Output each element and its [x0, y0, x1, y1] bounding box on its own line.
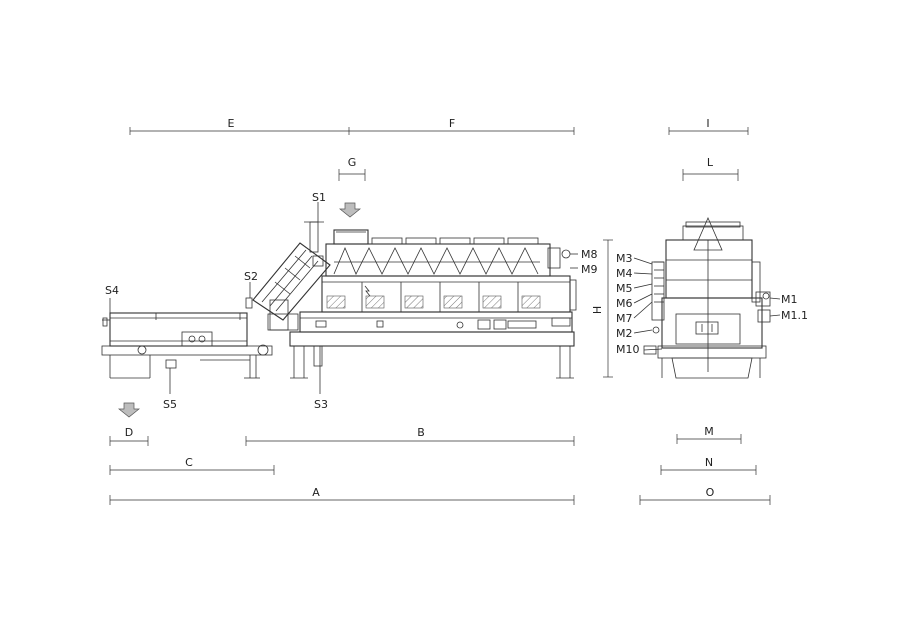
label-m8: M8 [581, 248, 598, 261]
label-m6: M6 [616, 297, 633, 310]
inclined-feeder [245, 221, 331, 331]
label-s5: S5 [163, 398, 177, 411]
label-g: G [348, 156, 357, 169]
leader-lines [109, 202, 781, 394]
label-m1: M1 [781, 293, 798, 306]
label-e: E [228, 117, 235, 130]
main-chamber [267, 229, 577, 379]
label-m10: M10 [616, 343, 640, 356]
side-view [101, 221, 577, 379]
label-i: I [706, 117, 709, 130]
label-m5: M5 [616, 282, 633, 295]
label-h: H [591, 306, 604, 314]
label-m4: M4 [616, 267, 633, 280]
label-l: L [707, 156, 714, 169]
label-d: D [125, 426, 133, 439]
discharge-arrow-icon [118, 402, 140, 418]
discharge-conveyor [101, 312, 273, 379]
label-s1: S1 [312, 191, 326, 204]
label-s4: S4 [105, 284, 119, 297]
label-m9: M9 [581, 263, 598, 276]
label-f: F [449, 117, 455, 130]
label-m3: M3 [616, 252, 633, 265]
label-c: C [185, 456, 193, 469]
label-m2: M2 [616, 327, 633, 340]
label-m1-1: M1.1 [781, 309, 808, 322]
label-o: O [706, 486, 715, 499]
label-s3: S3 [314, 398, 328, 411]
end-view [643, 217, 771, 379]
labels: E F G I L H S1 S2 S4 S3 S5 M8 M9 M3 M4 M… [105, 117, 808, 499]
dimension-lines [109, 127, 771, 505]
label-a: A [312, 486, 320, 499]
feed-arrow-icon [339, 202, 361, 218]
label-b: B [417, 426, 425, 439]
label-m7: M7 [616, 312, 633, 325]
label-n: N [705, 456, 713, 469]
label-s2: S2 [244, 270, 258, 283]
label-m: M [704, 425, 714, 438]
